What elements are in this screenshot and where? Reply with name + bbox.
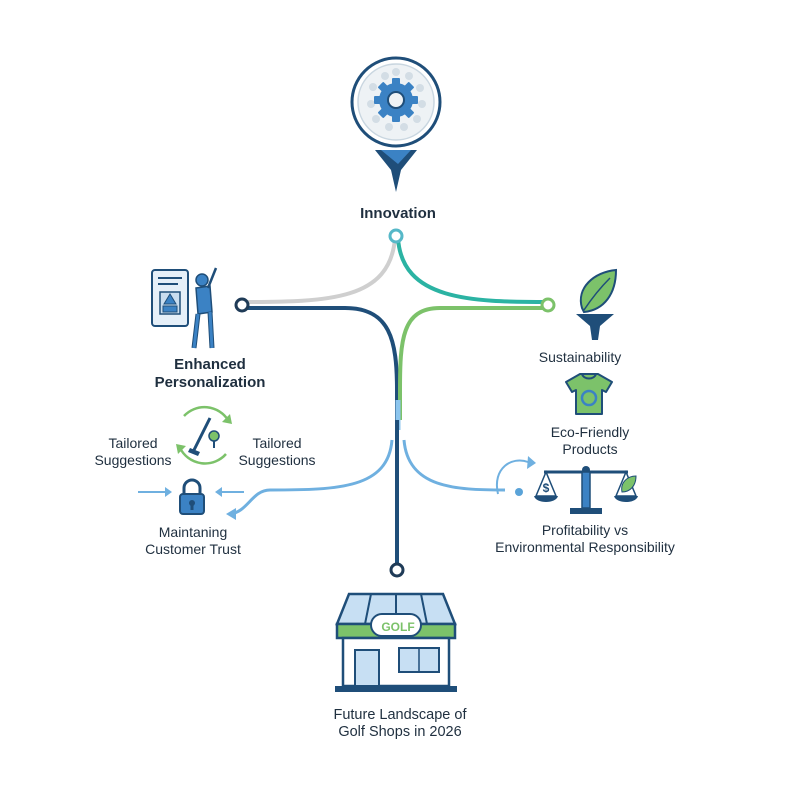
label-profitability-line2: Environmental Responsibility: [495, 538, 675, 555]
label-tailored-right: Tailored Suggestions: [222, 435, 332, 468]
tshirt-recycle-icon: [565, 373, 613, 415]
lock-icon: [179, 478, 205, 515]
label-personalization-line2: Personalization: [154, 373, 266, 391]
arrow-left-head: [226, 508, 236, 520]
node-innovation: [388, 228, 404, 244]
label-profitability-line1: Profitability vs: [541, 522, 629, 538]
label-future: Future Landscape of Golf Shops in 2026: [315, 707, 485, 741]
label-sustainability: Sustainability: [538, 349, 622, 365]
label-tailored-left-line1: Tailored: [108, 435, 158, 451]
label-trust: Maintaning Customer Trust: [118, 524, 268, 557]
connector-navy: [242, 306, 399, 420]
leaf-funnel-icon: [576, 268, 618, 340]
label-eco-products: Eco-Friendly Products: [530, 424, 650, 457]
curved-arrow-right: [495, 459, 529, 495]
connector-gray: [241, 237, 397, 304]
label-future-line2: Golf Shops in 2026: [338, 724, 462, 741]
label-profitability: Profitability vs Environmental Responsib…: [480, 522, 690, 555]
connector-lightblue-left: [229, 439, 394, 516]
node-left: [234, 297, 250, 313]
node-bottom: [389, 562, 405, 578]
svg-text:$: $: [543, 481, 550, 495]
connector-teal: [396, 237, 549, 304]
label-innovation: Innovation: [360, 205, 436, 222]
golfer-display-icon: [151, 267, 218, 349]
connector-green: [398, 306, 548, 420]
label-tailored-right-line2: Suggestions: [238, 451, 316, 468]
label-tailored-left-line2: Suggestions: [94, 451, 172, 468]
label-tailored-left: Tailored Suggestions: [78, 435, 188, 468]
connector-lightblue-right: [402, 439, 506, 492]
label-trust-line2: Customer Trust: [145, 540, 241, 557]
label-personalization: Enhanced Personalization: [120, 356, 300, 391]
label-eco-products-line2: Products: [562, 440, 618, 457]
golf-ball-gear-icon: [350, 56, 442, 192]
label-eco-products-line1: Eco-Friendly: [550, 424, 630, 440]
blue-dot: [515, 488, 523, 496]
curved-arrow-right-head: [527, 456, 536, 469]
shop-sign-text: GOLF: [381, 620, 415, 634]
label-personalization-line1: Enhanced: [174, 356, 246, 373]
label-trust-line1: Maintaning: [158, 524, 228, 540]
golf-club-cycle-icon: [176, 405, 232, 465]
balance-scale-icon: $: [534, 466, 638, 514]
label-tailored-right-line1: Tailored: [252, 435, 302, 451]
label-future-line1: Future Landscape of: [333, 707, 467, 723]
golf-shop-icon: [335, 592, 457, 692]
node-right: [540, 297, 556, 313]
